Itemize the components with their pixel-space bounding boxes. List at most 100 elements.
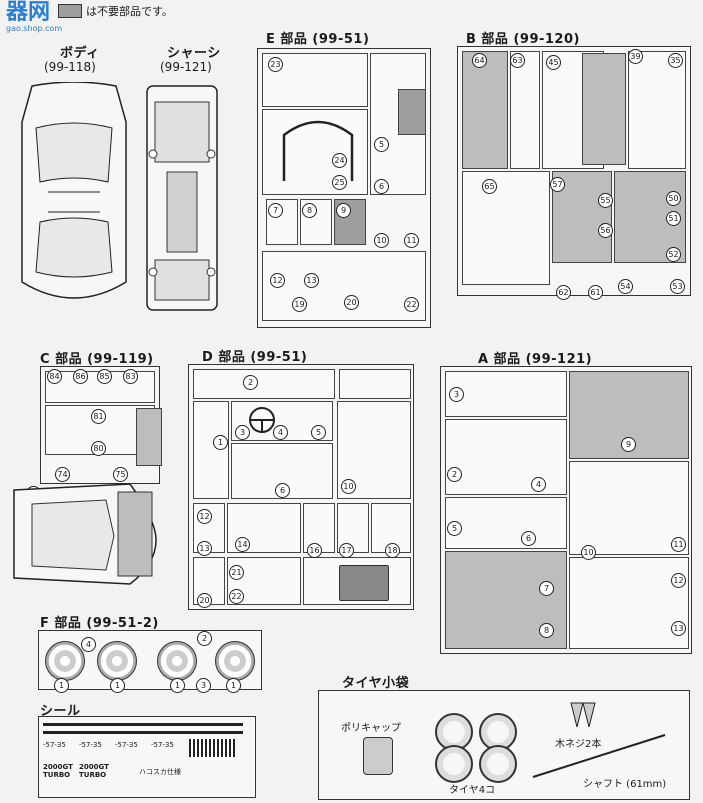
b-cell-bottom-mid (552, 171, 612, 263)
seal-stripe-1 (43, 723, 243, 726)
b-cell-left2 (510, 51, 540, 169)
a-num-13: 13 (671, 621, 686, 636)
watermark-url: gao.shop.com (6, 24, 63, 33)
d-num-6: 6 (275, 483, 290, 498)
tire-2 (479, 713, 517, 751)
d-num-3: 3 (235, 425, 250, 440)
a-num-6: 6 (521, 531, 536, 546)
e-num-24: 24 (332, 153, 347, 168)
b-num-61: 61 (588, 285, 603, 300)
b-num-53: 53 (670, 279, 685, 294)
b-num-64: 64 (472, 53, 487, 68)
e-num-23: 23 (268, 57, 283, 72)
body-code: (99-118) (44, 60, 96, 74)
b-cell-left (462, 51, 508, 169)
b-cell-mid-shaded (582, 53, 626, 165)
e-num-5: 5 (374, 137, 389, 152)
b-num-54: 54 (618, 279, 633, 294)
e-num-25: 25 (332, 175, 347, 190)
seal-stripe-2 (43, 731, 243, 734)
a-num-5: 5 (447, 521, 462, 536)
screw-label: 木ネジ2本 (555, 739, 602, 750)
d-seat-part (339, 565, 389, 601)
c-num-83: 83 (123, 369, 138, 384)
steering-wheel-icon (249, 407, 275, 433)
d-num-12: 12 (197, 509, 212, 524)
d-num-21: 21 (229, 565, 244, 580)
f-wheel-3 (157, 641, 197, 681)
d-cell-top-left (193, 369, 335, 399)
seal-text-2: -57-35 (79, 741, 102, 749)
b-cell-bottom-left (462, 171, 550, 285)
b-num-45: 45 (546, 55, 561, 70)
b-num-35: 35 (668, 53, 683, 68)
section-a-frame: 3 9 2 4 10 5 6 7 8 11 12 13 (440, 366, 692, 654)
e-cell-row4 (262, 251, 426, 321)
a-num-4: 4 (531, 477, 546, 492)
d-num-4: 4 (273, 425, 288, 440)
chassis-drawing (146, 85, 218, 311)
f-num-1c: 1 (170, 678, 185, 693)
section-f-title: F 部品 (99-51-2) (40, 616, 159, 631)
seal-footer: ハコスカ仕様 (139, 768, 181, 776)
seal-logo-b: 2000GT TURBO (79, 763, 109, 779)
b-num-52: 52 (666, 247, 681, 262)
c-num-74: 74 (55, 467, 70, 482)
car-body-drawing (21, 82, 127, 299)
b-num-50: 50 (666, 191, 681, 206)
f-wheel-2 (97, 641, 137, 681)
c-num-80: 80 (91, 441, 106, 456)
e-num-22: 22 (404, 297, 419, 312)
shaft-label: シャフト (61mm) (583, 779, 667, 790)
tires-label: タイヤ4コ (449, 785, 496, 796)
c-body-drawing (13, 483, 157, 585)
seal-logo-a: 2000GT TURBO (43, 763, 73, 779)
d-num-17: 17 (339, 543, 354, 558)
f-num-1a: 1 (54, 678, 69, 693)
f-num-4: 4 (81, 637, 96, 652)
d-num-16: 16 (307, 543, 322, 558)
section-d-frame: 2 3 4 1 5 6 10 12 13 14 16 17 18 20 21 2… (188, 364, 414, 610)
b-num-57: 57 (550, 177, 565, 192)
a-num-2: 2 (447, 467, 462, 482)
e-num-9: 9 (336, 203, 351, 218)
body-label: ボディ (60, 46, 100, 61)
c-num-81: 81 (91, 409, 106, 424)
e-num-13: 13 (304, 273, 319, 288)
a-num-10: 10 (581, 545, 596, 560)
section-d-title: D 部品 (99-51) (202, 350, 308, 365)
a-cell-bottom-right (569, 557, 689, 649)
f-num-1b: 1 (110, 678, 125, 693)
section-b-frame: 64 63 45 39 35 65 57 55 56 50 51 52 62 6… (457, 46, 691, 300)
c-num-86: 86 (73, 369, 88, 384)
seal-text-1: -57-35 (43, 741, 66, 749)
watermark-logo: 器网 gao.shop.com (6, 2, 80, 36)
e-num-10: 10 (374, 233, 389, 248)
tire-3 (435, 745, 473, 783)
d-num-18: 18 (385, 543, 400, 558)
f-num-1d: 1 (226, 678, 241, 693)
d-num-1: 1 (213, 435, 228, 450)
legend-text: は不要部品です。 (86, 5, 173, 18)
c-num-84: 84 (47, 369, 62, 384)
f-wheel-4 (215, 641, 255, 681)
polycap-part (363, 737, 393, 775)
roll-bar-drawing (282, 120, 354, 181)
seal-text-4: -57-35 (151, 741, 174, 749)
a-num-3: 3 (449, 387, 464, 402)
d-num-13: 13 (197, 541, 212, 556)
e-cell-top (262, 53, 368, 107)
a-num-12: 12 (671, 573, 686, 588)
d-cell-top-right (339, 369, 411, 399)
section-e-frame: 23 5 6 24 25 7 8 9 10 11 12 13 19 20 22 (257, 48, 431, 328)
seal-title: シール (40, 704, 81, 719)
tire-bag-title: タイヤ小袋 (342, 676, 410, 691)
chassis-code: (99-121) (160, 60, 212, 74)
legend-swatch-icon (58, 4, 82, 18)
d-num-2: 2 (243, 375, 258, 390)
chassis-label: シャーシ (167, 46, 221, 61)
f-num-2: 2 (197, 631, 212, 646)
b-num-62: 62 (556, 285, 571, 300)
b-num-56: 56 (598, 223, 613, 238)
e-num-20: 20 (344, 295, 359, 310)
